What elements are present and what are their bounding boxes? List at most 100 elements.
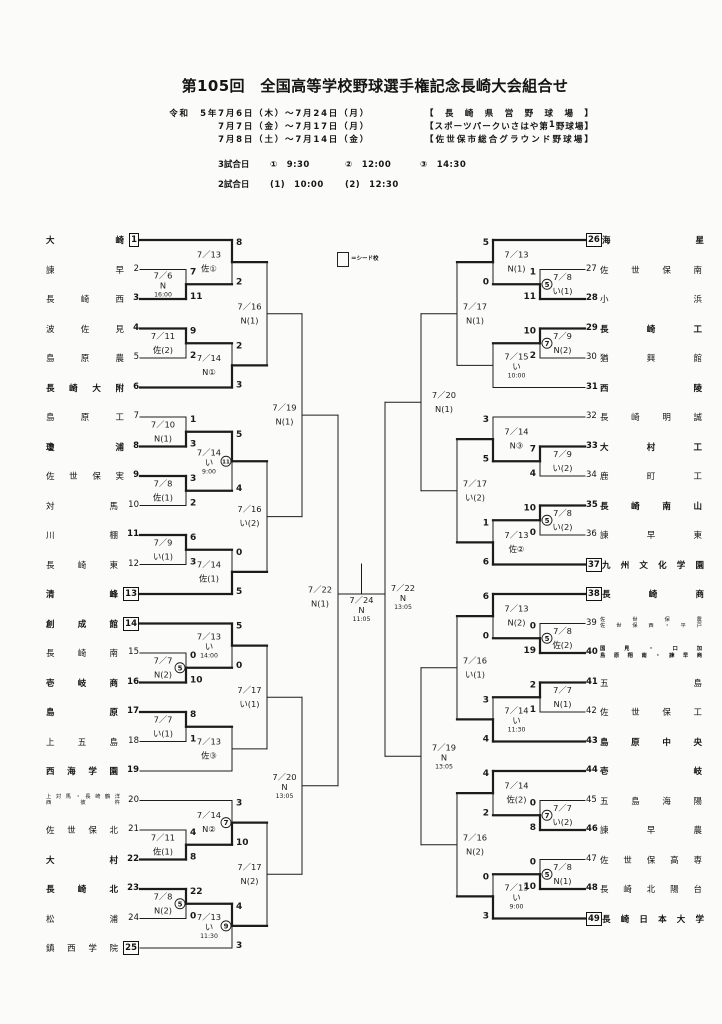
team-number: 36	[586, 529, 597, 539]
team-name: 国見・口加島原翔南・諫早商	[600, 646, 702, 659]
game-number: 5	[545, 871, 550, 879]
team-name: 長崎明誠	[600, 413, 702, 423]
score: 4	[236, 902, 242, 912]
match-date: 7／17	[237, 685, 261, 695]
match-venue: い(2)	[465, 492, 485, 502]
score: 2	[236, 277, 242, 287]
score: 0	[236, 661, 242, 671]
score: 5	[236, 430, 242, 440]
match-venue: い	[512, 715, 520, 725]
team-name: 佐世保北	[46, 826, 118, 836]
match-venue: い(1)	[153, 728, 173, 738]
match-date: 7／14	[197, 559, 221, 569]
score: 0	[483, 872, 489, 882]
match-venue: い	[512, 361, 520, 371]
team-number: 11	[127, 529, 139, 539]
match-date: 7／14	[504, 427, 528, 437]
team-name: 鎮西学院	[46, 944, 118, 954]
match-venue: N③	[510, 441, 524, 451]
match-date: 7／9	[553, 449, 572, 459]
game-number: 5	[545, 281, 550, 289]
team-name: 五島海陽	[600, 796, 702, 807]
team-number: 2	[133, 263, 139, 274]
game-number: 7	[545, 812, 550, 820]
team-name: 大崎	[46, 236, 124, 246]
match-venue: N①	[202, 367, 216, 377]
score: 22	[190, 887, 203, 897]
team-number: 24	[128, 912, 139, 923]
game-number-circle-icon	[541, 337, 553, 349]
match-venue: N(2)	[154, 669, 172, 679]
match-date: 7／11	[151, 832, 175, 842]
match-date: 7／10	[151, 419, 175, 429]
match-venue: N(1)	[466, 315, 484, 325]
match-date: 7／19	[272, 403, 296, 413]
venue-row: 令和 5年7月6日（木）～7月24日（月） 【長崎県営野球場】	[0, 107, 722, 120]
seed-legend-box-icon	[337, 252, 349, 267]
team-name: 長崎工	[600, 324, 702, 335]
score: 3	[483, 695, 489, 705]
team-row: 長崎北 23	[0, 882, 722, 896]
score: 0	[530, 799, 536, 809]
match-date: 7／15	[504, 351, 528, 361]
match-date: 7／14	[504, 781, 528, 791]
match-date: 7／7	[154, 714, 173, 724]
team-name: 小浜	[600, 295, 702, 305]
team-name: 長崎北	[46, 885, 118, 895]
score: 8	[530, 823, 536, 833]
team-number: 46	[586, 824, 598, 834]
team-name: 五島	[600, 678, 702, 689]
team-name: 佐世保工	[600, 708, 702, 718]
match-date: 7／6	[154, 270, 173, 280]
team-number: 17	[127, 706, 139, 716]
match-date: 7／22	[308, 585, 332, 595]
team-number: 4	[133, 322, 139, 333]
schedule-label: 2試合日	[218, 180, 250, 190]
score: 6	[190, 533, 196, 543]
team-name: 長崎北陽台	[600, 885, 702, 895]
team-name: 九州文化学園	[602, 560, 704, 571]
team-number: 23	[127, 883, 139, 893]
match-venue: N	[358, 605, 364, 615]
match-date: 7／7	[154, 655, 173, 665]
team-number: 10	[128, 499, 139, 510]
score: 10	[236, 838, 249, 848]
match-venue: N(2)	[554, 345, 572, 355]
score: 0	[483, 277, 489, 287]
team-name: 川棚	[46, 531, 118, 541]
team-row: 川棚 11	[0, 528, 722, 542]
venue-period: 7月7日（金）～7月17日（月）	[218, 122, 370, 132]
team-number: 5	[133, 352, 139, 362]
match-venue: N	[160, 280, 166, 290]
match-venue: 佐(1)	[153, 846, 173, 856]
team-number: 16	[127, 676, 139, 687]
match-date: 7／13	[504, 250, 528, 260]
schedule-slot: ① 9:30	[270, 160, 310, 170]
score: 10	[190, 676, 203, 686]
game-number: 5	[178, 900, 183, 908]
team-name: 大村	[46, 855, 118, 866]
score: 8	[190, 710, 196, 720]
match-venue: N(1)	[241, 315, 259, 325]
team-name-line: 佐世保農	[600, 616, 702, 623]
game-number: 11	[222, 459, 230, 465]
team-number: 48	[586, 883, 598, 893]
match-date: 7／9	[553, 331, 572, 341]
team-number: 20	[128, 794, 139, 805]
team-number: 7	[133, 411, 139, 421]
match-date: 7／8	[154, 891, 173, 901]
match-date: 7／13	[197, 632, 221, 642]
seed-team-number: 26	[586, 233, 602, 247]
match-venue: 佐②	[509, 544, 525, 554]
